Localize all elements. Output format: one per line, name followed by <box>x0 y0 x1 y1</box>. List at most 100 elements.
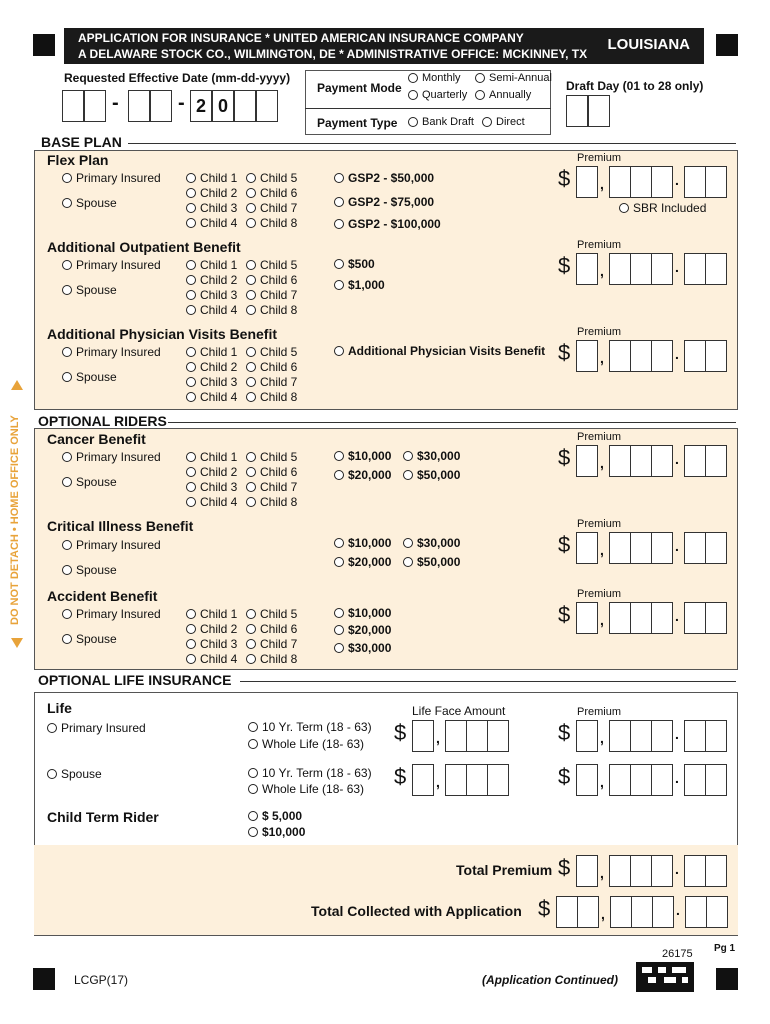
payment-direct-option[interactable]: Direct <box>482 116 525 128</box>
radio-icon[interactable] <box>334 259 344 269</box>
child-6-option[interactable]: Child 6 <box>246 360 297 374</box>
radio-icon[interactable] <box>246 497 256 507</box>
radio-icon[interactable] <box>246 482 256 492</box>
outpatient-500-option[interactable]: $500 <box>334 257 375 271</box>
primary-life-premium-digit[interactable] <box>630 720 652 752</box>
premium-digit[interactable] <box>684 445 706 477</box>
radio-icon[interactable] <box>186 290 196 300</box>
radio-icon[interactable] <box>334 625 344 635</box>
radio-icon[interactable] <box>246 173 256 183</box>
premium-digit[interactable] <box>684 253 706 285</box>
year-digit-3[interactable] <box>234 90 256 122</box>
premium-digit[interactable] <box>651 340 673 372</box>
total-premium-digit[interactable] <box>576 855 598 887</box>
accident-10000-option[interactable]: $10,000 <box>334 606 391 620</box>
primary-face-amount-digit[interactable] <box>412 720 434 752</box>
radio-icon[interactable] <box>62 372 72 382</box>
premium-digit[interactable] <box>609 340 631 372</box>
gsp-50000-option[interactable]: GSP2 - $50,000 <box>334 171 434 185</box>
radio-icon[interactable] <box>403 451 413 461</box>
radio-icon[interactable] <box>334 538 344 548</box>
radio-icon[interactable] <box>62 609 72 619</box>
radio-icon[interactable] <box>62 285 72 295</box>
child-7-option[interactable]: Child 7 <box>246 480 297 494</box>
radio-icon[interactable] <box>246 260 256 270</box>
radio-icon[interactable] <box>334 197 344 207</box>
primary-insured-option[interactable]: Primary Insured <box>62 450 161 464</box>
child-1-option[interactable]: Child 1 <box>186 450 237 464</box>
radio-icon[interactable] <box>334 173 344 183</box>
primary-life-premium-digit[interactable] <box>705 720 727 752</box>
child-4-option[interactable]: Child 4 <box>186 390 237 404</box>
spouse-option[interactable]: Spouse <box>62 475 117 489</box>
radio-icon[interactable] <box>403 470 413 480</box>
total-collected-digit[interactable] <box>706 896 728 928</box>
spouse-option[interactable]: Spouse <box>62 283 117 297</box>
payment-semi-annual-option[interactable]: Semi-Annual <box>475 72 552 84</box>
radio-icon[interactable] <box>186 654 196 664</box>
primary-insured-option[interactable]: Primary Insured <box>62 345 161 359</box>
spouse-life-premium-digit[interactable] <box>630 764 652 796</box>
primary-life-premium-digit[interactable] <box>609 720 631 752</box>
premium-digit[interactable] <box>609 602 631 634</box>
premium-digit[interactable] <box>630 166 652 198</box>
child-8-option[interactable]: Child 8 <box>246 303 297 317</box>
premium-digit[interactable] <box>651 253 673 285</box>
primary-insured-option[interactable]: Primary Insured <box>62 538 161 552</box>
premium-digit[interactable] <box>651 166 673 198</box>
cancer-50000-option[interactable]: $50,000 <box>403 468 460 482</box>
cancer-30000-option[interactable]: $30,000 <box>403 449 460 463</box>
radio-icon[interactable] <box>186 218 196 228</box>
radio-icon[interactable] <box>186 377 196 387</box>
radio-icon[interactable] <box>186 482 196 492</box>
child-8-option[interactable]: Child 8 <box>246 216 297 230</box>
spouse-life-premium-digit[interactable] <box>705 764 727 796</box>
premium-digit[interactable] <box>684 532 706 564</box>
child-1-option[interactable]: Child 1 <box>186 345 237 359</box>
radio-icon[interactable] <box>408 117 418 127</box>
radio-icon[interactable] <box>62 173 72 183</box>
premium-digit[interactable] <box>630 445 652 477</box>
radio-icon[interactable] <box>186 173 196 183</box>
accident-30000-option[interactable]: $30,000 <box>334 641 391 655</box>
primary-face-amount-digit[interactable] <box>466 720 488 752</box>
radio-icon[interactable] <box>246 362 256 372</box>
payment-annually-option[interactable]: Annually <box>475 89 531 101</box>
premium-digit[interactable] <box>630 253 652 285</box>
radio-icon[interactable] <box>334 280 344 290</box>
radio-icon[interactable] <box>246 639 256 649</box>
total-collected-digit[interactable] <box>631 896 653 928</box>
radio-icon[interactable] <box>334 451 344 461</box>
child-1-option[interactable]: Child 1 <box>186 258 237 272</box>
radio-icon[interactable] <box>62 260 72 270</box>
radio-icon[interactable] <box>334 470 344 480</box>
premium-digit[interactable] <box>576 445 598 477</box>
premium-digit[interactable] <box>630 532 652 564</box>
spouse-face-amount-digit[interactable] <box>412 764 434 796</box>
primary-insured-option[interactable]: Primary Insured <box>62 607 161 621</box>
radio-icon[interactable] <box>246 275 256 285</box>
child-6-option[interactable]: Child 6 <box>246 186 297 200</box>
spouse-life-premium-digit[interactable] <box>651 764 673 796</box>
spouse-face-amount-digit[interactable] <box>466 764 488 796</box>
radio-icon[interactable] <box>619 203 629 213</box>
premium-digit[interactable] <box>705 602 727 634</box>
draft-day-digit-1[interactable] <box>566 95 588 127</box>
total-collected-digit[interactable] <box>685 896 707 928</box>
primary-life-premium-digit[interactable] <box>576 720 598 752</box>
radio-icon[interactable] <box>334 557 344 567</box>
child-7-option[interactable]: Child 7 <box>246 288 297 302</box>
payment-bank-draft-option[interactable]: Bank Draft <box>408 116 474 128</box>
child-4-option[interactable]: Child 4 <box>186 495 237 509</box>
total-premium-digit[interactable] <box>684 855 706 887</box>
outpatient-1000-option[interactable]: $1,000 <box>334 278 385 292</box>
critical-30000-option[interactable]: $30,000 <box>403 536 460 550</box>
radio-icon[interactable] <box>186 392 196 402</box>
premium-digit[interactable] <box>609 532 631 564</box>
premium-digit[interactable] <box>576 602 598 634</box>
primary-face-amount-digit[interactable] <box>487 720 509 752</box>
payment-quarterly-option[interactable]: Quarterly <box>408 89 467 101</box>
radio-icon[interactable] <box>62 634 72 644</box>
child-3-option[interactable]: Child 3 <box>186 288 237 302</box>
child-3-option[interactable]: Child 3 <box>186 480 237 494</box>
